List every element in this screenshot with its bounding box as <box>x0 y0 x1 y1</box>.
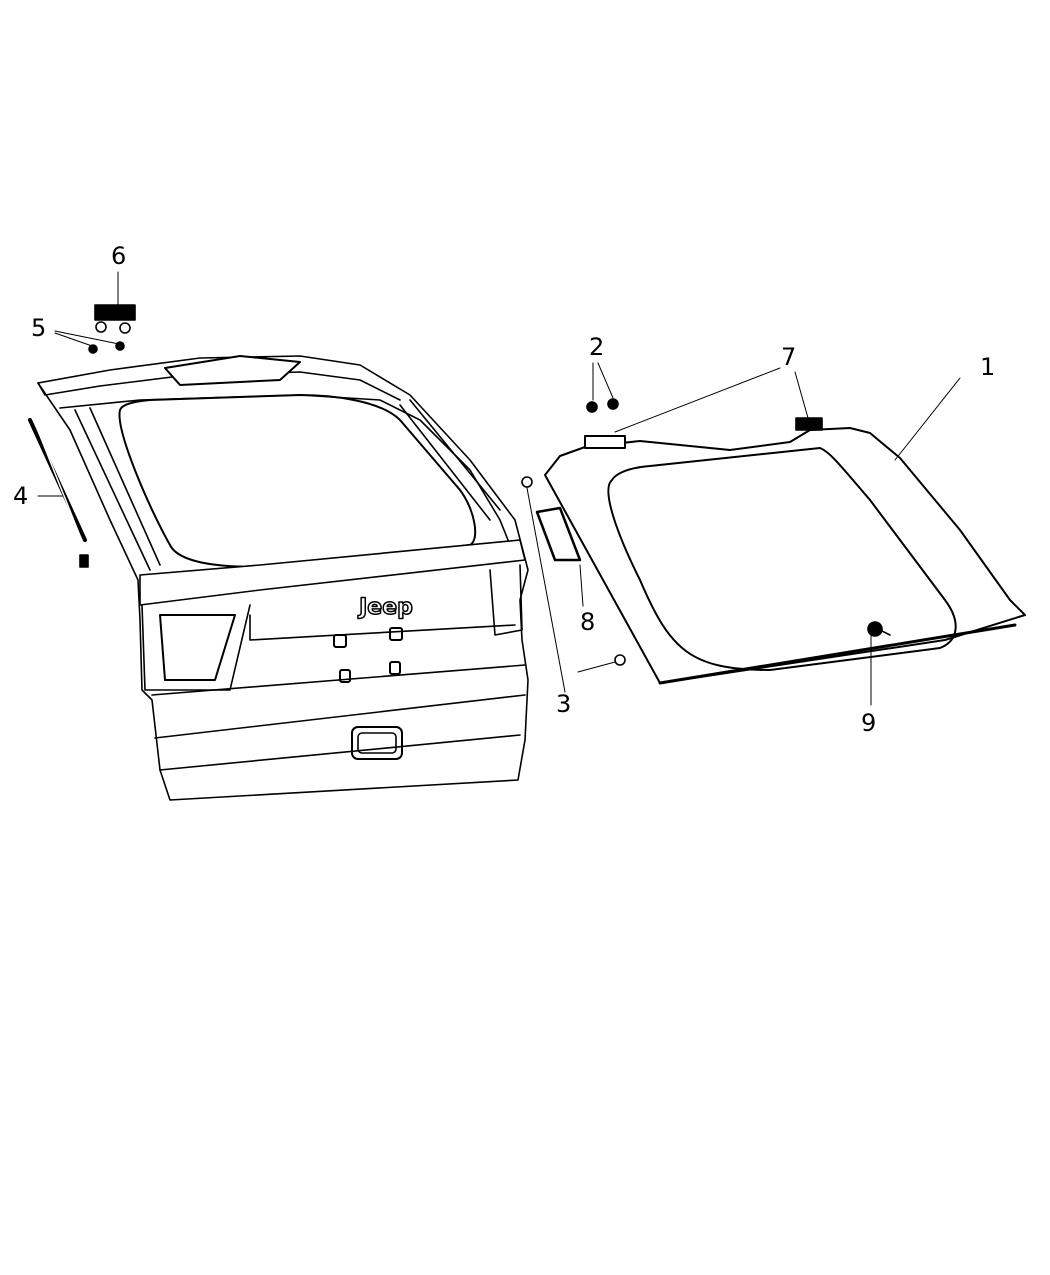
part-9-wiper-grommet <box>867 621 891 637</box>
callout-7: 7 <box>781 343 797 371</box>
part-1-rear-glass <box>544 427 1026 685</box>
callout-1: 1 <box>980 353 996 381</box>
callout-6: 6 <box>111 242 127 270</box>
callout-9: 9 <box>861 709 877 737</box>
callout-4: 4 <box>13 482 29 510</box>
jeep-emblem: Jeep <box>357 595 413 620</box>
part-3-bumpers <box>521 476 626 666</box>
part-6-hinge <box>94 304 136 334</box>
part-2-nuts <box>586 398 619 413</box>
callout-8: 8 <box>580 608 596 636</box>
callout-5: 5 <box>31 314 47 342</box>
part-8-stop-lamp <box>535 506 582 562</box>
part-4-gas-strut <box>28 417 89 568</box>
liftgate-assembly <box>37 355 529 801</box>
leader-lines <box>37 271 961 706</box>
callout-3: 3 <box>556 690 572 718</box>
callout-2: 2 <box>589 333 605 361</box>
part-7-glass-hinges <box>584 417 823 449</box>
part-5-bolts <box>88 341 125 354</box>
